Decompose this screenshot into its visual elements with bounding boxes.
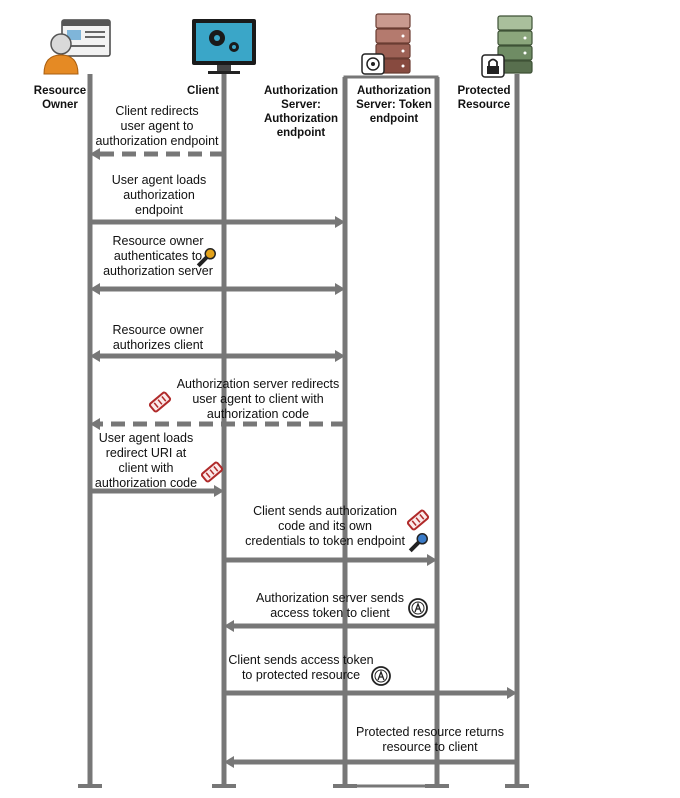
key-icon: [196, 248, 216, 268]
actor-label-resource-owner: Resource Owner: [33, 85, 87, 111]
arrowhead: [507, 687, 517, 699]
step-label: User agent loads authorization endpoint: [111, 173, 207, 217]
arrowhead: [224, 756, 234, 768]
step-label: Protected resource returns resource to c…: [356, 725, 504, 754]
arrowhead: [90, 283, 100, 295]
arrowhead: [224, 620, 234, 632]
client-credentials-icon: [408, 533, 428, 553]
step-label: Authorization server sends access token …: [256, 591, 404, 620]
actor-label-protected-resource: Protected Resource: [457, 85, 511, 111]
step-label: Authorization server redirects user agen…: [176, 377, 340, 421]
lifelines: [87, 74, 520, 786]
arrowhead: [90, 350, 100, 362]
step-label: User agent loads redirect URI at client …: [94, 431, 198, 490]
access-token-icon: [408, 598, 428, 618]
arrowhead: [335, 283, 345, 295]
authorization-code-icon: [406, 509, 430, 531]
arrowhead: [90, 148, 100, 160]
actor-label-authorization-endpoint: Authorization Server: Authorization endp…: [263, 85, 339, 139]
authorization-code-icon: [200, 461, 224, 483]
protected-resource-server-icon: [481, 15, 533, 78]
arrowhead: [427, 554, 437, 566]
token-server-icon: [361, 13, 411, 75]
access-token-icon: [371, 666, 391, 686]
arrowhead: [90, 418, 100, 430]
actor-label-client: Client: [187, 85, 219, 97]
arrowhead: [335, 216, 345, 228]
arrowhead: [214, 485, 224, 497]
authorization-code-icon: [148, 391, 172, 413]
client-monitor-icon: [192, 19, 256, 74]
step-label: Client redirects user agent to authoriza…: [95, 104, 219, 148]
step-label: Client sends authorization code and its …: [245, 504, 405, 548]
arrowhead: [335, 350, 345, 362]
step-label: Resource owner authenticates to authoriz…: [103, 234, 213, 278]
step-label: Resource owner authorizes client: [112, 323, 204, 352]
step-label: Client sends access token to protected r…: [228, 653, 374, 682]
actor-label-token-endpoint: Authorization Server: Token endpoint: [356, 85, 432, 125]
resource-owner-icon: [43, 19, 111, 75]
